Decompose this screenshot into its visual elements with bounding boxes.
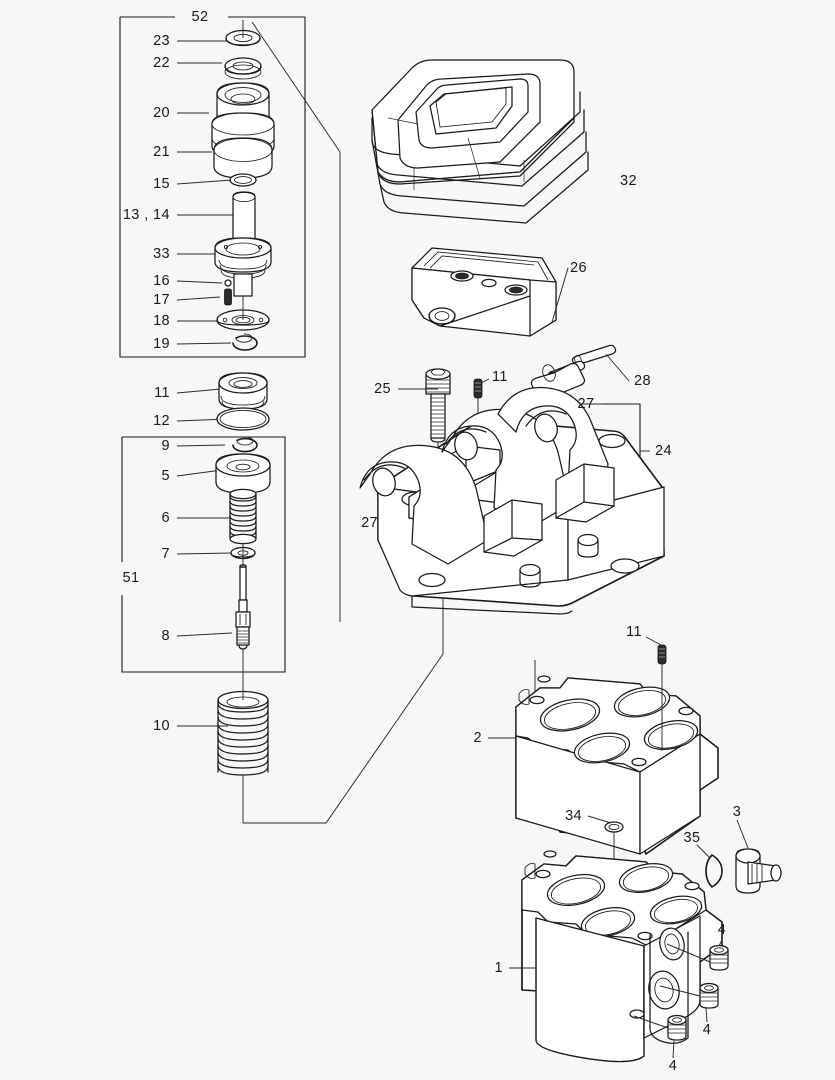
part-19-snap-ring [232,333,258,351]
part-26-cover-plate [411,247,569,337]
callout-13-14: 13 , 14 [122,206,170,223]
part-16-pin [224,279,232,287]
callout-20: 20 [153,104,170,121]
part-4-set-screw-c [633,1014,687,1059]
callout-28: 28 [634,372,651,389]
callout-11: 11 [492,368,508,385]
callout-5: 5 [161,467,170,484]
part-11-dowel-pin-body [645,636,667,751]
part-10-coil-spring [217,690,269,776]
callout-16: 16 [153,272,170,289]
callout-32: 32 [620,172,637,189]
callout-6: 6 [161,509,170,526]
callout-26: 26 [570,259,587,276]
callout-11: 11 [154,384,170,401]
part-3-port-plug [735,819,782,894]
part-34-o-ring [587,815,624,888]
callout-9: 9 [161,437,170,454]
callout-2: 2 [473,729,482,746]
callout-4: 4 [668,1057,678,1074]
part-12-o-ring [216,407,270,431]
callout-23: 23 [153,32,170,49]
leader-lines-left [176,40,237,727]
part-15-o-ring [229,173,257,187]
callout-52: 52 [191,8,209,25]
group-box-52 [119,16,306,358]
callout-4: 4 [717,921,727,938]
part-24-rocker-plate-assembly [359,386,665,615]
callout-21: 21 [153,143,170,160]
part-32-rubber-boot [371,59,589,224]
callout-15: 15 [153,175,170,192]
part-17-dowel-pin [224,288,232,306]
callout-3: 3 [732,803,742,820]
group-box-51 [121,436,286,673]
callout-10: 10 [153,717,170,734]
callout-35: 35 [683,829,701,846]
part-4-set-screw-a [666,939,729,971]
part-33-flanged-bushing [214,237,272,297]
part-8-push-rod [235,564,251,650]
callout-18: 18 [153,312,170,329]
callout-4: 4 [702,1021,712,1038]
callout-7: 7 [161,545,170,562]
callout-27: 27 [577,395,595,412]
callout-51: 51 [122,569,140,586]
callout-1: 1 [494,959,503,976]
callout-24: 24 [655,442,672,459]
part-5-spring-seat [215,453,271,494]
callout-25: 25 [374,380,391,397]
callout-27: 27 [361,514,378,531]
part-35-backup-ring [696,844,723,888]
part-22-seal-ring [224,57,262,80]
part-4-set-screw-b [659,982,719,1023]
callout-8: 8 [161,627,170,644]
part-25-socket-bolt [398,368,451,480]
callout-33: 33 [153,245,170,262]
callout-19: 19 [153,335,170,352]
callout-17: 17 [153,291,170,308]
callout-12: 12 [153,412,170,429]
part-1-valve-body-lower [509,850,723,1063]
part-11-bushing [218,372,268,410]
part-6-coil-spring [229,488,257,545]
part-2-valve-body-upper [488,675,719,855]
callout-11: 11 [626,623,642,640]
callout-22: 22 [153,54,170,71]
part-9-retaining-ring [232,436,258,453]
part-20-21-bushing [211,82,275,179]
callout-34: 34 [565,807,582,824]
